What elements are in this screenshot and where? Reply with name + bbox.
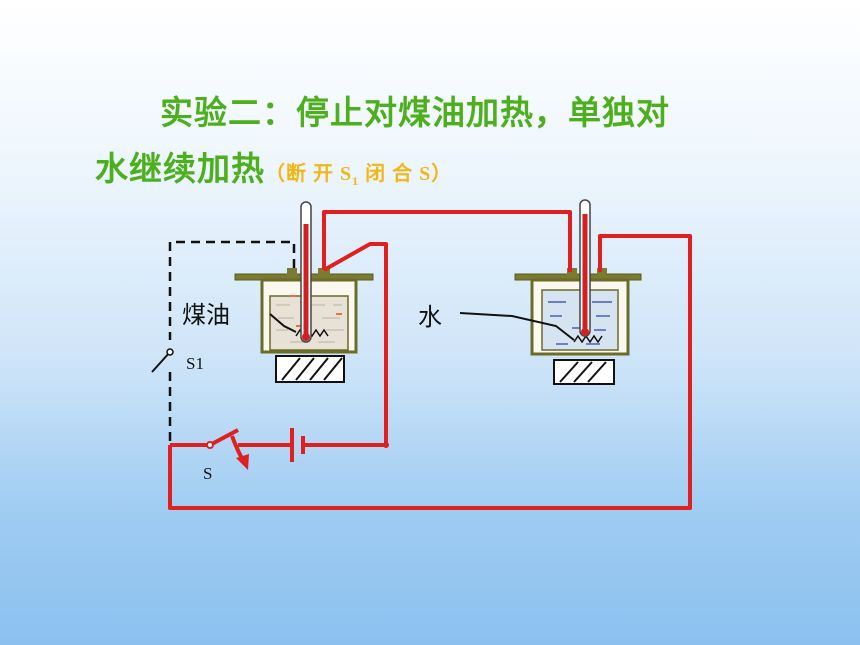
wire-water-return-loop — [168, 234, 692, 510]
kerosene-lid-knob-right — [318, 268, 330, 275]
water-thermometer-bulb — [581, 328, 589, 336]
title-line-2: 水继续加热（断 开 S1 闭 合 S） — [95, 142, 452, 190]
kerosene-apparatus — [234, 201, 374, 383]
wire-kerosene-to-water — [322, 210, 572, 272]
switch-s-pivot — [206, 441, 214, 449]
switch-note-open: （断 开 S — [265, 163, 353, 185]
kerosene-label-pointer — [269, 313, 297, 333]
kerosene-thermometer-bulb — [302, 333, 310, 341]
title-line-1: 实验二：停止对煤油加热，单独对 — [160, 93, 670, 132]
switch-note-close: 闭 合 S） — [359, 163, 453, 185]
wire-s1-to-kerosene — [168, 240, 296, 340]
kerosene-heater-hatch — [281, 357, 343, 381]
switch-close-arrowhead — [236, 454, 249, 470]
wire-kerosene-to-left-junction — [323, 242, 388, 445]
label-switch-s: S — [203, 464, 213, 483]
junction-dot — [383, 442, 389, 448]
label-kerosene: 煤油 — [182, 301, 230, 329]
switch-note-subscript: 1 — [352, 174, 360, 188]
switch-s1-pivot — [166, 348, 174, 356]
kerosene-thermometer-column — [303, 224, 309, 340]
switch-s-lever — [209, 428, 239, 447]
label-water: 水 — [418, 303, 442, 331]
active-circuit-wires — [168, 210, 692, 510]
water-heater-hatch — [559, 361, 607, 383]
inactive-circuit-wires — [168, 240, 296, 445]
water-heating-coil — [573, 334, 603, 344]
switch-s1-lever — [151, 351, 171, 373]
label-switch-s1: S1 — [186, 354, 204, 373]
water-label-pointer — [459, 312, 575, 341]
water-thermometer-column — [582, 214, 588, 334]
title-line-2-text: 水继续加热 — [95, 149, 265, 188]
kerosene-liquid-lines — [276, 304, 344, 343]
switch-note: （断 开 S1 闭 合 S） — [265, 163, 453, 188]
water-apparatus — [459, 199, 642, 385]
kerosene-lid-knob-left — [287, 268, 297, 275]
